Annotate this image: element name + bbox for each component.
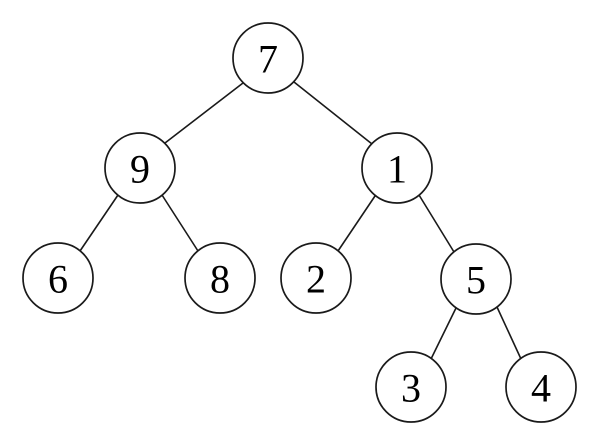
tree-edge (496, 306, 522, 360)
node-layer: 7 9 1 6 8 2 5 3 4 (22, 22, 577, 423)
tree-edge (161, 194, 199, 252)
tree-node[interactable]: 3 (375, 351, 447, 423)
node-circle[interactable] (375, 351, 447, 423)
node-circle[interactable] (104, 132, 176, 204)
tree-edge (79, 194, 119, 252)
node-label: 9 (130, 147, 150, 192)
node-label: 5 (466, 258, 486, 303)
node-circle[interactable] (505, 351, 577, 423)
edge-layer (79, 81, 522, 360)
tree-edge (430, 307, 457, 360)
node-label: 7 (258, 37, 278, 82)
tree-node[interactable]: 5 (440, 243, 512, 315)
node-circle[interactable] (440, 243, 512, 315)
tree-node[interactable]: 8 (184, 242, 256, 314)
tree-node[interactable]: 2 (280, 242, 352, 314)
node-label: 1 (387, 147, 407, 192)
node-circle[interactable] (280, 242, 352, 314)
tree-node[interactable]: 6 (22, 242, 94, 314)
node-circle[interactable] (22, 242, 94, 314)
node-label: 3 (401, 366, 421, 411)
tree-node[interactable]: 1 (361, 132, 433, 204)
tree-node[interactable]: 9 (104, 132, 176, 204)
tree-node[interactable]: 4 (505, 351, 577, 423)
node-circle[interactable] (184, 242, 256, 314)
tree-node[interactable]: 7 (232, 22, 304, 94)
tree-edge (164, 82, 244, 144)
tree-edge (337, 195, 376, 252)
tree-edge (418, 194, 455, 253)
node-label: 8 (210, 257, 230, 302)
node-circle[interactable] (232, 22, 304, 94)
node-circle[interactable] (361, 132, 433, 204)
node-label: 6 (48, 257, 68, 302)
node-label: 4 (531, 366, 551, 411)
tree-edge (293, 81, 373, 145)
node-label: 2 (306, 257, 326, 302)
